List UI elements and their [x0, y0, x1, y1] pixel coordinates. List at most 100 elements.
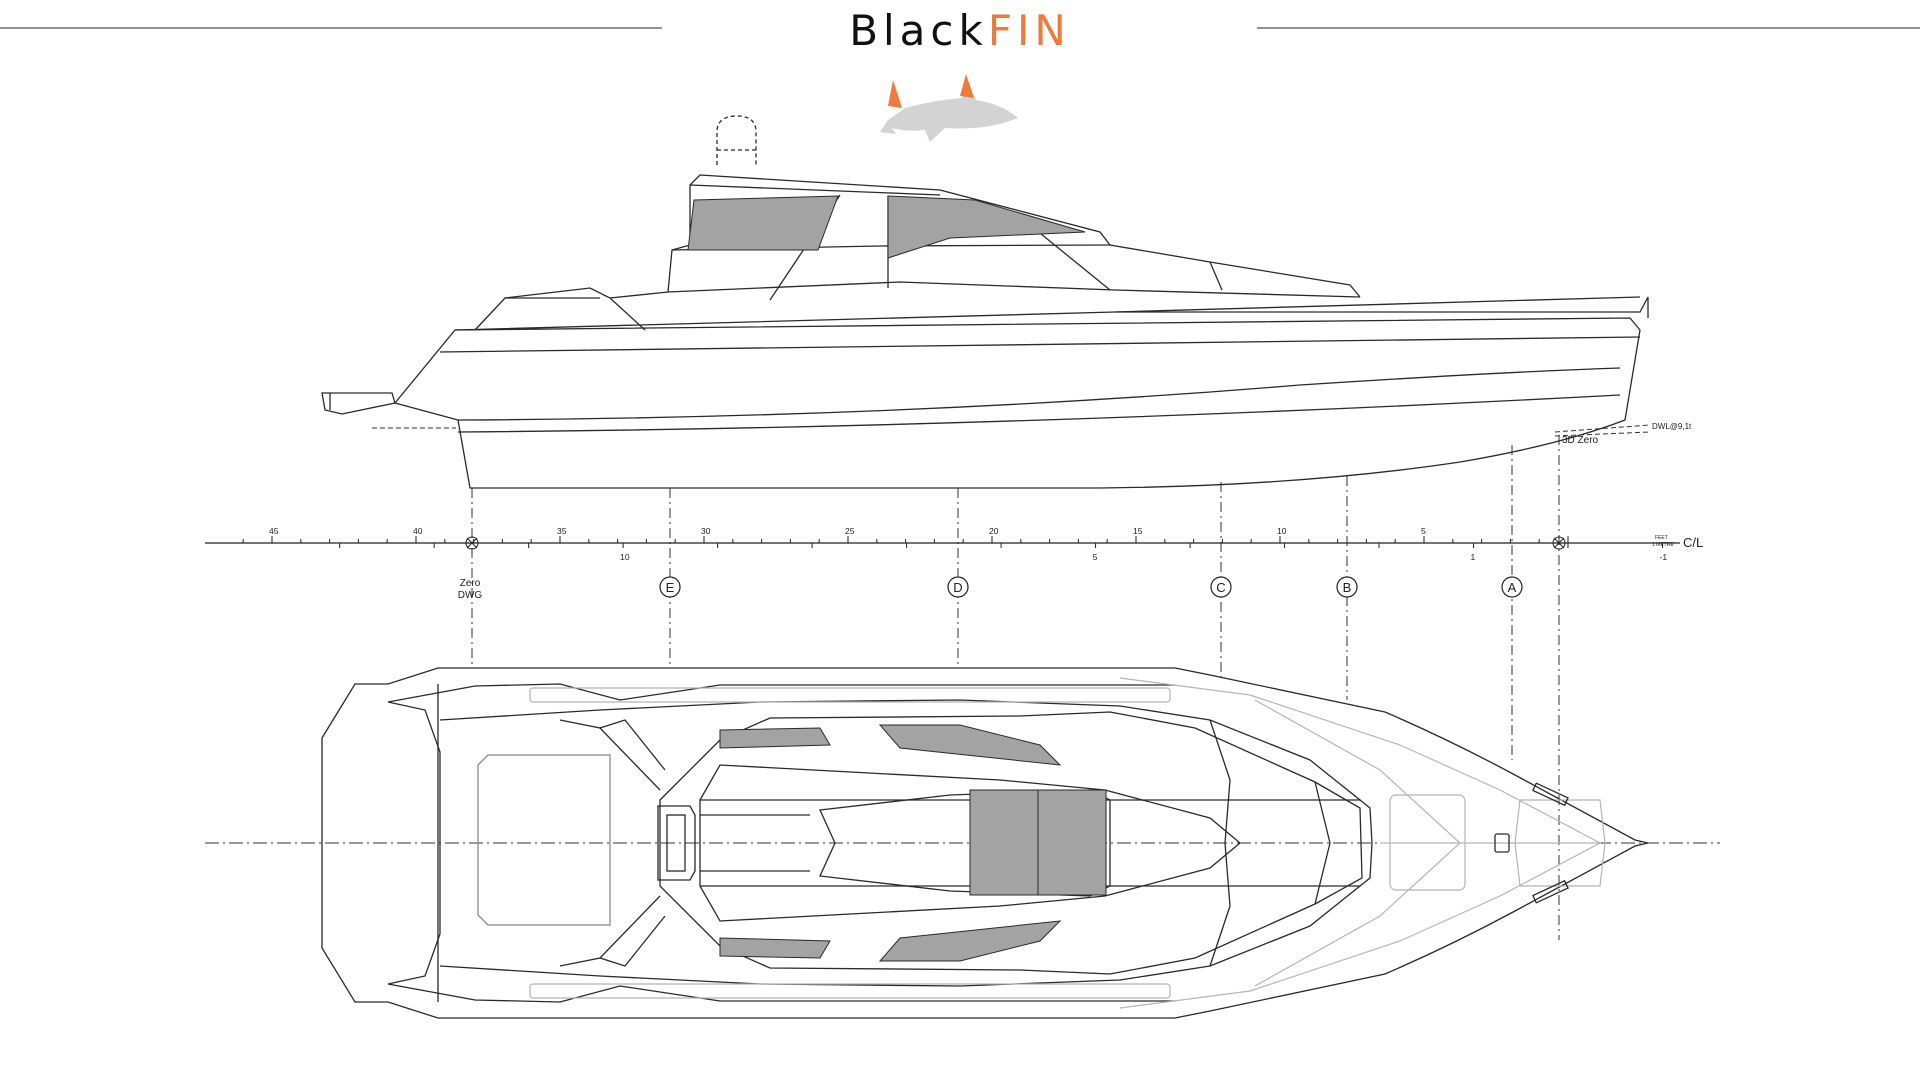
station-marker-circle — [659, 576, 681, 598]
zero3d-marker — [1552, 536, 1566, 550]
sheer-line-2 — [457, 367, 1621, 421]
cleat-port — [1532, 782, 1569, 807]
helm-console-inner — [666, 814, 686, 872]
bow-fitting — [321, 392, 396, 415]
cabin-line-1 — [609, 281, 1361, 299]
zero-marker — [465, 536, 479, 550]
ruler-label-m: -1 — [1659, 552, 1667, 562]
station-marker-circle — [1336, 576, 1358, 598]
zero3d-label: 3D Zero — [1562, 435, 1599, 446]
units-feet: FEET — [1655, 535, 1668, 541]
cabin-line-3 — [689, 184, 941, 196]
glass-stbd-aft — [719, 937, 831, 959]
brand-logo-text: BlackFIN — [849, 6, 1071, 55]
waterline-marks — [372, 424, 1651, 437]
side-profile — [321, 115, 1649, 489]
station-marker-e: E — [659, 576, 681, 598]
ruler-label-m: 1 — [1471, 552, 1476, 562]
cabin-pillar-3 — [1029, 224, 1111, 291]
sheer-line-1 — [439, 336, 1641, 353]
glass-stbd-forward — [878, 920, 1062, 962]
glass-roof-right — [1037, 789, 1107, 896]
centerline-label: C/L — [1683, 535, 1703, 550]
ruler-label-m: 10 — [620, 552, 630, 562]
brand-text-black: Black — [849, 6, 988, 55]
cabin-roof-inner — [699, 764, 1242, 922]
plan-hull-outer — [321, 667, 1649, 1019]
station-marker-label: E — [666, 580, 675, 595]
window-aft — [687, 195, 839, 251]
shark-dorsal-fin — [960, 74, 974, 98]
zero-label-line1: Zero — [460, 578, 481, 589]
side-deck-stbd — [387, 983, 1175, 1003]
zero-marker-x2 — [466, 537, 478, 549]
zero-marker-circle — [465, 536, 479, 550]
plan-glass — [719, 724, 1107, 962]
bow-cleat — [1494, 833, 1510, 853]
scale-ruler: 45 40 35 30 25 20 15 10 5 10 5 1 -1 FEET 1 METRE C/L — [205, 526, 1703, 562]
glass-port-aft — [719, 727, 831, 749]
plan-view — [205, 667, 1720, 1019]
foredeck-hatch — [474, 287, 646, 331]
ruler-label-ft: 20 — [989, 526, 999, 536]
foredeck-pattern — [1209, 719, 1231, 967]
station-marker-circle — [947, 576, 969, 598]
foredeck-light-lines — [529, 677, 1606, 1009]
ruler-label-ft: 25 — [845, 526, 855, 536]
aft-hatch — [477, 754, 611, 926]
station-marker-label: C — [1216, 580, 1225, 595]
radar-dome — [716, 115, 757, 165]
ruler-label-ft: 10 — [1277, 526, 1287, 536]
zero3d-marker-x2 — [1553, 537, 1565, 549]
ruler-label-ft: 30 — [701, 526, 711, 536]
ruler-label-ft: 40 — [413, 526, 423, 536]
side-windows — [687, 195, 1086, 259]
station-marker-d: D — [947, 576, 969, 598]
station-marker-label: A — [1508, 580, 1517, 595]
cabin-outline — [667, 174, 1361, 298]
foredeck-pattern-2 — [1314, 781, 1331, 905]
aft-diag-port — [559, 719, 666, 791]
station-marker-b: B — [1336, 576, 1358, 598]
ruler-label-m: 5 — [1093, 552, 1098, 562]
station-marker-circle — [1210, 576, 1232, 598]
deck-edge — [1114, 296, 1641, 313]
hull-outline — [393, 317, 1641, 489]
sheer-line-3 — [457, 394, 1621, 433]
dwl-label: DWL@9,1t — [1652, 422, 1692, 431]
window-forward — [887, 195, 1086, 259]
ruler-ticks — [242, 536, 1663, 548]
side-rail-port — [439, 699, 1373, 844]
station-marker-label: B — [1343, 580, 1352, 595]
cabin-pillar-4 — [1209, 261, 1223, 291]
units-metre: 1 METRE — [1652, 542, 1674, 548]
shark-tail-fin — [888, 80, 902, 108]
cleat-stbd — [1532, 879, 1569, 904]
zero3d-marker-circle — [1552, 536, 1566, 550]
station-marker-a: A — [1501, 576, 1523, 598]
station-marker-c: C — [1210, 576, 1232, 598]
helm-console — [657, 805, 696, 881]
glass-port-forward — [878, 724, 1062, 766]
glass-roof-left — [969, 789, 1039, 896]
deck-rail-port — [529, 687, 1171, 703]
shark-icon — [880, 74, 1018, 142]
ruler-label-ft: 5 — [1421, 526, 1426, 536]
aft-diag-stbd — [559, 895, 666, 967]
ruler-tick-labels: 45 40 35 30 25 20 15 10 5 10 5 1 -1 — [269, 526, 1667, 562]
zero-label-line2: DWG — [458, 590, 483, 601]
side-deck-port — [387, 683, 1175, 703]
deck-line — [454, 296, 1649, 331]
brand-text-fin: FIN — [987, 6, 1071, 55]
deck-rail-stbd — [529, 983, 1171, 999]
ruler-label-ft: 45 — [269, 526, 279, 536]
ruler-label-ft: 35 — [557, 526, 567, 536]
aft-deck — [387, 701, 441, 985]
brand-header: BlackFIN — [0, 6, 1920, 55]
shark-body — [880, 84, 1018, 142]
ruler-label-ft: 15 — [1133, 526, 1143, 536]
side-rail-stbd — [439, 842, 1373, 987]
station-marker-circle — [1501, 576, 1523, 598]
